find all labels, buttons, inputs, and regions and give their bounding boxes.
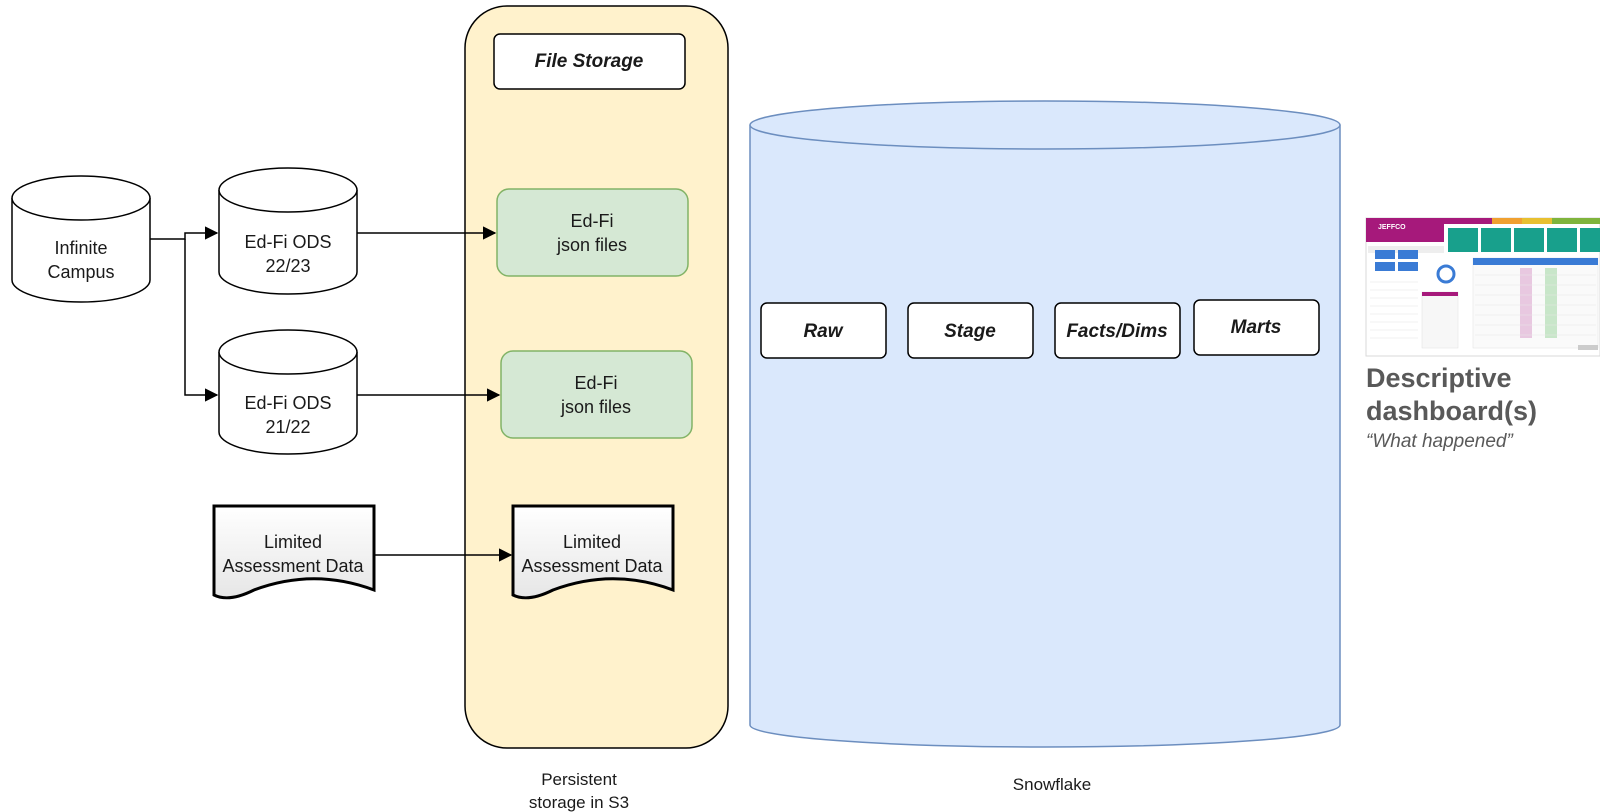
snowflake-cylinder — [749, 100, 1341, 748]
limited-assessment-stored-document: Limited Assessment Data — [511, 504, 675, 600]
layer-marts-box: Marts — [1193, 299, 1320, 356]
connectors — [150, 226, 513, 562]
edfi-ods-2122-label-2: 21/22 — [265, 417, 310, 437]
edfi-ods-2223-label-1: Ed-Fi ODS — [244, 232, 331, 252]
dashboard-thumbnail-brand: JEFFCO — [1378, 224, 1406, 231]
edfi-ods-2223-label-2: 22/23 — [265, 256, 310, 276]
dashboard-title-2: dashboard(s) — [1366, 396, 1537, 426]
edfi-ods-2223-database: Ed-Fi ODS 22/23 — [218, 167, 358, 295]
infinite-campus-label-2: Campus — [47, 262, 114, 282]
file-storage-title-box: File Storage — [493, 33, 686, 90]
arrow-campus-to-ods-2122 — [184, 239, 219, 402]
limited-assessment-stored-label-1: Limited — [563, 532, 621, 552]
storage-caption-2: storage in S3 — [529, 793, 629, 812]
dashboard-thumbnail: JEFFCO — [1365, 217, 1600, 357]
layer-stage-label: Stage — [944, 321, 996, 342]
edfi-json-1-label-1: Ed-Fi — [570, 211, 613, 231]
edfi-json-2-label-1: Ed-Fi — [574, 373, 617, 393]
infinite-campus-database: Infinite Campus — [11, 175, 151, 303]
layer-raw-label: Raw — [803, 321, 843, 342]
infinite-campus-label-1: Infinite — [54, 238, 107, 258]
edfi-json-1-label-2: json files — [556, 235, 627, 255]
limited-assessment-source-document: Limited Assessment Data — [212, 504, 376, 600]
limited-assessment-stored-label-2: Assessment Data — [521, 556, 663, 576]
arrow-campus-to-ods-2223 — [150, 226, 219, 240]
layer-facts-dims-label: Facts/Dims — [1066, 321, 1167, 342]
edfi-ods-2122-database: Ed-Fi ODS 21/22 — [218, 329, 358, 455]
dashboard-subtitle: “What happened” — [1366, 431, 1514, 452]
edfi-ods-2122-label-1: Ed-Fi ODS — [244, 393, 331, 413]
limited-assessment-source-label-1: Limited — [264, 532, 322, 552]
edfi-json-files-box-1: Ed-Fi json files — [496, 188, 689, 277]
storage-caption-1: Persistent — [541, 770, 617, 789]
dashboard-title-1: Descriptive — [1366, 363, 1512, 393]
file-storage-title: File Storage — [535, 51, 644, 72]
edfi-json-files-box-2: Ed-Fi json files — [500, 350, 693, 439]
layer-facts-dims-box: Facts/Dims — [1054, 302, 1181, 359]
limited-assessment-source-label-2: Assessment Data — [222, 556, 364, 576]
layer-marts-label: Marts — [1231, 317, 1282, 338]
snowflake-caption: Snowflake — [1013, 775, 1091, 794]
edfi-json-2-label-2: json files — [560, 397, 631, 417]
layer-raw-box: Raw — [760, 302, 887, 359]
layer-stage-box: Stage — [907, 302, 1034, 359]
